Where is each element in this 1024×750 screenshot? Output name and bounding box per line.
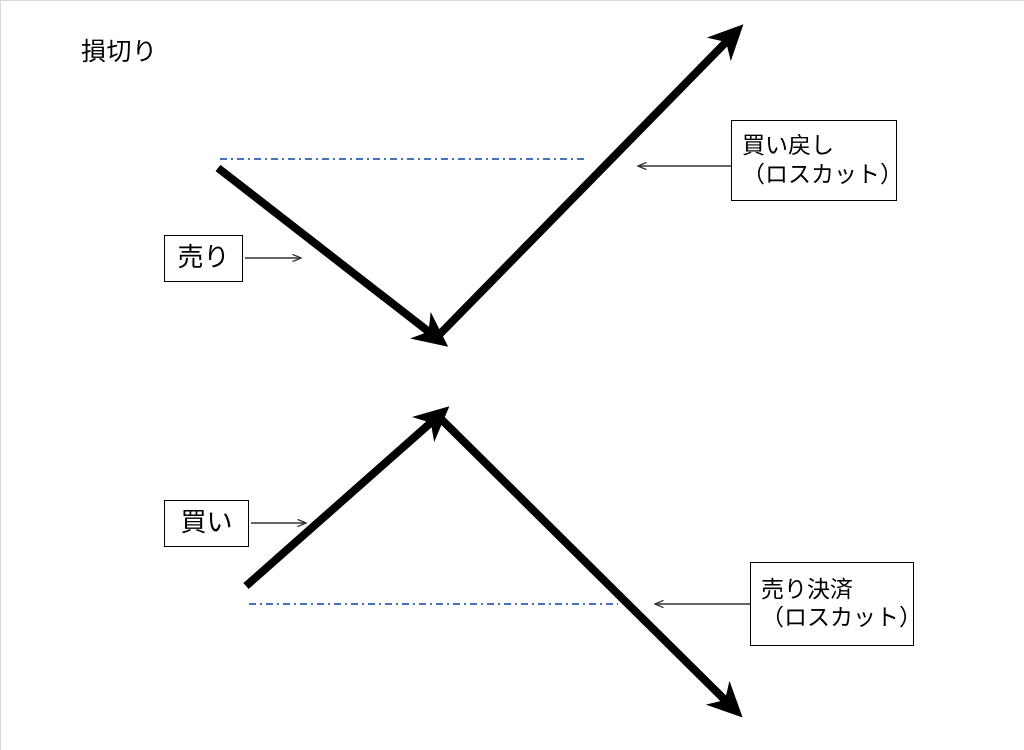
price-path-up-lower [243, 406, 450, 589]
price-path-up-upper [433, 24, 744, 341]
price-path-down-lower [435, 413, 743, 718]
label-sellclose-line2: （ロスカット） [761, 605, 922, 631]
label-buyback-line2: （ロスカット） [742, 161, 903, 188]
label-buy-text: 買い [180, 507, 233, 538]
label-box-sell: 売り [164, 235, 243, 282]
label-sellclose-line1: 売り決済 [761, 576, 853, 603]
page-title: 損切り [81, 37, 158, 66]
label-buyback-line1: 買い戻し [742, 133, 834, 160]
price-path-down-upper [215, 164, 449, 347]
label-box-sellclose: 売り決済 （ロスカット） [750, 562, 922, 646]
label-box-buyback: 買い戻し （ロスカット） [731, 120, 903, 201]
label-sell-text: 売り [177, 242, 230, 273]
label-box-buy: 買い [164, 500, 249, 547]
